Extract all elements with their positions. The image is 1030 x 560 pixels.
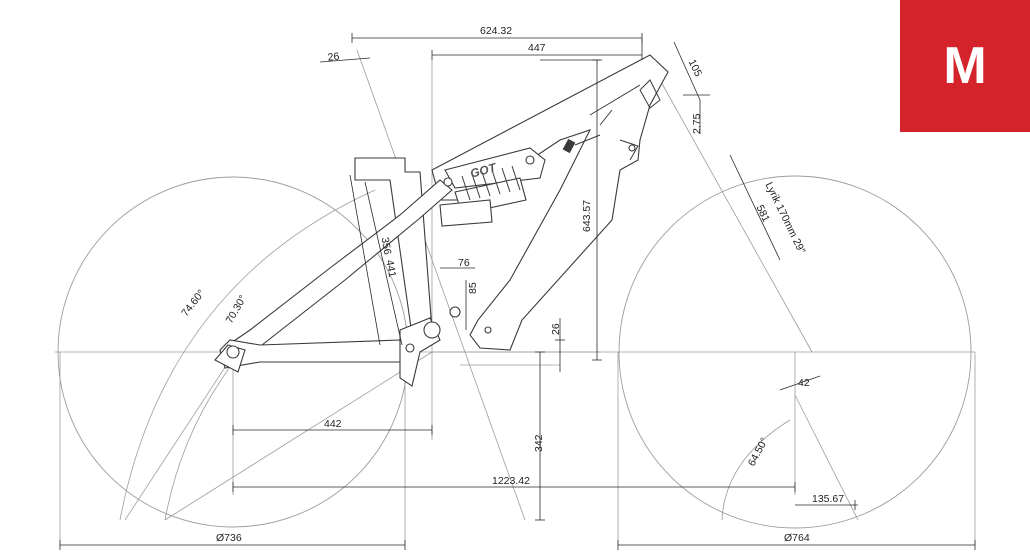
shock-brand-label: GOT — [469, 160, 499, 181]
stack-reach-label: 447 — [528, 42, 546, 54]
shock-mount-upper — [525, 155, 535, 165]
head-angle-label: 64.50° — [746, 436, 771, 469]
dimension-lines — [59, 33, 976, 550]
top-tube-detail — [574, 84, 641, 146]
frame-bolt-b — [628, 144, 636, 152]
shock-spring — [461, 165, 521, 201]
rear-axle — [226, 345, 240, 359]
bb-height-small-label: 85 — [467, 282, 479, 294]
fork-offset-label: 42 — [798, 377, 810, 389]
front-wheel-diameter-label: Ø764 — [784, 532, 810, 544]
seat-length-a-label: 356 — [379, 236, 394, 255]
bb-height-label: 342 — [533, 434, 545, 452]
seat-angle-actual-label: 70.30° — [224, 293, 250, 325]
front-center-offset-label: 135.67 — [812, 493, 844, 505]
headset-top-label: 2.75 — [691, 113, 703, 134]
stack-label: 643.57 — [581, 200, 593, 232]
shock-mount-lower — [443, 177, 453, 187]
size-badge-label: M — [943, 37, 987, 95]
front-triangle — [431, 54, 669, 351]
reach-total-label: 624.32 — [480, 25, 512, 37]
headtube — [639, 79, 661, 109]
shock-reservoir — [439, 199, 493, 227]
size-badge: M — [900, 0, 1030, 132]
construction-lines — [55, 49, 976, 545]
seat-offset-label: 76 — [458, 257, 470, 269]
rear-chainstay — [219, 339, 416, 369]
seat-length-b-label: 441 — [383, 259, 398, 278]
seat-angle-effective-label: 74.60° — [179, 288, 207, 319]
rear-wheel-diameter-label: Ø736 — [216, 532, 242, 544]
bottom-bracket — [423, 321, 441, 339]
top-offset-label: 26 — [327, 51, 340, 64]
bb-cable-guide — [619, 139, 639, 161]
main-pivot — [449, 306, 461, 318]
frame-detail-block — [562, 138, 576, 154]
headtube-length-label: 105 — [686, 58, 705, 79]
chainstay-pivot — [405, 343, 415, 353]
fork-length-label: 581 — [754, 203, 773, 224]
bike-frame: GOT — [214, 54, 669, 387]
frame-bolt-a — [484, 326, 492, 334]
chainstay-label: 442 — [324, 418, 342, 430]
bb-drop-label: 26 — [550, 323, 562, 335]
wheelbase-label: 1223.42 — [492, 475, 530, 487]
